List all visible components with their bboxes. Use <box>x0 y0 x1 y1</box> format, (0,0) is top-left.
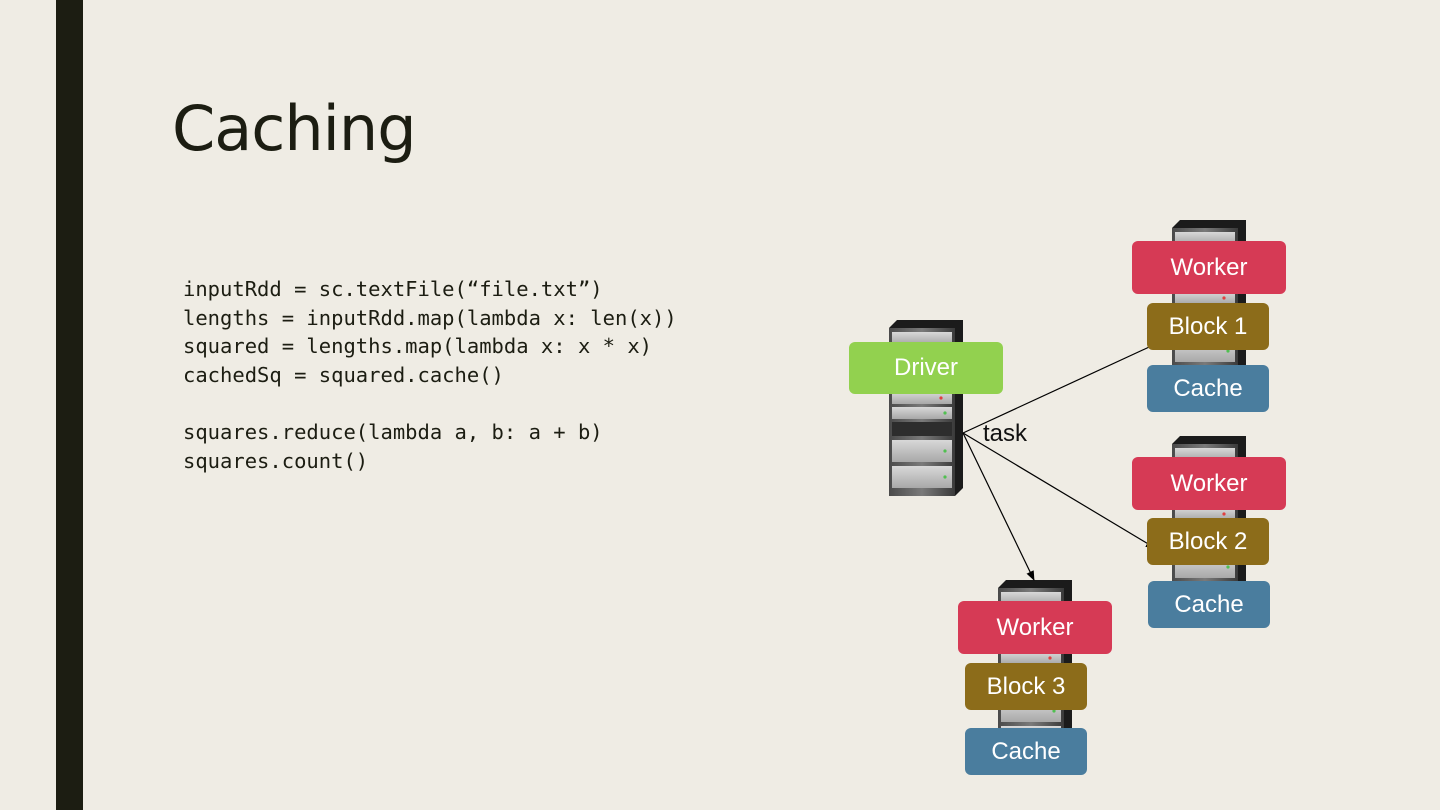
cache-node: Cache <box>1148 581 1270 628</box>
task-arrow-1 <box>962 341 1161 434</box>
code-block: inputRdd = sc.textFile(“file.txt”) length… <box>183 275 677 475</box>
worker-node: Worker <box>958 601 1112 654</box>
cache-node: Cache <box>965 728 1087 775</box>
worker-node: Worker <box>1132 457 1286 510</box>
code-line: squares.reduce(lambda a, b: a + b) <box>183 419 603 444</box>
driver-node: Driver <box>849 342 1003 394</box>
code-line: lengths = inputRdd.map(lambda x: len(x)) <box>183 305 677 330</box>
cache-node: Cache <box>1147 365 1269 412</box>
worker-node: Worker <box>1132 241 1286 294</box>
code-line: inputRdd = sc.textFile(“file.txt”) <box>183 277 603 301</box>
task-arrow-2 <box>962 432 1156 549</box>
block-node: Block 3 <box>965 663 1087 710</box>
task-arrow-3 <box>962 432 1035 581</box>
code-line: squares.count() <box>183 448 369 473</box>
slide-title: Caching <box>172 92 417 165</box>
block-node: Block 2 <box>1147 518 1269 565</box>
task-edge-label: task <box>983 420 1028 447</box>
block-node: Block 1 <box>1147 303 1269 350</box>
accent-bar <box>56 0 83 810</box>
code-line: squared = lengths.map(lambda x: x * x) <box>183 334 652 359</box>
code-line: cachedSq = squared.cache() <box>183 362 504 387</box>
